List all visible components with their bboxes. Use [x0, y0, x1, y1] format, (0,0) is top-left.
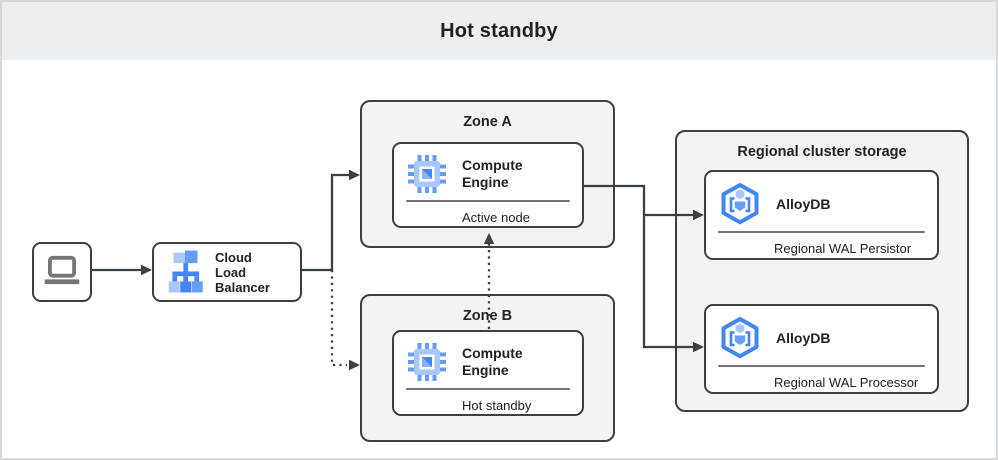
- diagram-title: Hot standby: [440, 19, 558, 42]
- zone-b-compute-title: Compute Engine: [462, 345, 523, 378]
- alloydb-wal-processor-subtitle: Regional WAL Processor: [774, 375, 919, 390]
- alloydb-wal-processor-node: AlloyDB Regional WAL Processor: [704, 304, 939, 394]
- diagram-title-bar: Hot standby: [2, 2, 996, 60]
- alloydb-wal-persistor-subtitle: Regional WAL Persistor: [774, 241, 912, 256]
- zone-a-compute-subtitle: Active node: [462, 210, 530, 225]
- alloydb-icon: [721, 183, 759, 225]
- compute-engine-icon: [408, 155, 446, 193]
- edge-lb-to-zone-a: [302, 173, 350, 272]
- divider: [406, 388, 570, 390]
- laptop-icon: [44, 255, 80, 285]
- alloydb-wal-persistor-node: AlloyDB Regional WAL Persistor: [704, 170, 939, 260]
- arrowhead: [349, 169, 360, 181]
- alloydb-title: AlloyDB: [776, 195, 831, 212]
- zone-a-compute-title: Compute Engine: [462, 157, 523, 190]
- arrowhead: [349, 359, 360, 371]
- load-balancer-icon: [168, 250, 203, 293]
- divider: [718, 365, 925, 367]
- arrowhead: [141, 264, 152, 276]
- client-node: [32, 242, 92, 302]
- zone-b-compute-node: Compute Engine Hot standby: [392, 330, 584, 416]
- alloydb-icon: [721, 317, 759, 359]
- load-balancer-node: Cloud Load Balancer: [152, 242, 302, 302]
- edge-lb-to-zone-b: [330, 270, 347, 367]
- divider: [718, 231, 925, 233]
- zone-b-title: Zone B: [462, 308, 513, 324]
- regional-cluster-storage-title: Regional cluster storage: [737, 144, 907, 160]
- compute-engine-icon: [408, 343, 446, 381]
- load-balancer-label: Cloud Load Balancer: [215, 249, 270, 295]
- alloydb-title: AlloyDB: [776, 329, 831, 346]
- zone-b-compute-subtitle: Hot standby: [462, 398, 532, 413]
- zone-a-compute-node: Compute Engine Active node: [392, 142, 584, 228]
- zone-a-title: Zone A: [463, 114, 512, 130]
- divider: [406, 200, 570, 202]
